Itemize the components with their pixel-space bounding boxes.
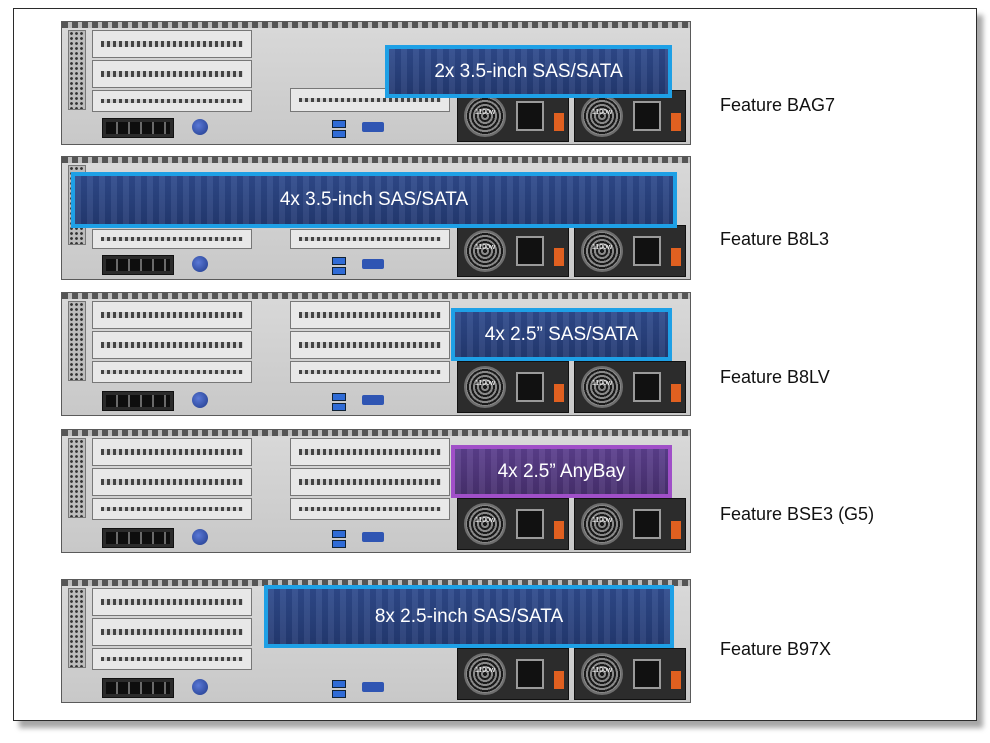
feature-code-label: Feature B8LV <box>720 367 830 387</box>
server-chassis-image: 1100w 1100w <box>61 21 691 145</box>
power-supply-1: 1100w <box>457 225 569 277</box>
psu-fan-icon <box>581 366 623 408</box>
drive-bay-label: 8x 2.5-inch SAS/SATA <box>374 605 564 627</box>
psu-fan-icon <box>581 230 623 272</box>
drive-bay-label: 4x 2.5” AnyBay <box>497 460 626 482</box>
feature-code-label: Feature BAG7 <box>720 95 836 115</box>
drive-bay-highlight: 4x 3.5-inch SAS/SATA <box>71 172 677 228</box>
feature-code-label: Feature B8L3 <box>720 229 830 249</box>
server-row-b97x: 1100w 1100w 8x 2.5-inch SAS/SATA Feature… <box>14 579 976 711</box>
power-supply-2: 1100w <box>574 648 686 700</box>
drive-bay-label: 4x 3.5-inch SAS/SATA <box>279 189 469 210</box>
drive-bay-highlight: 2x 3.5-inch SAS/SATA <box>385 45 672 98</box>
drive-bay-highlight: 4x 2.5” AnyBay <box>451 445 672 498</box>
psu-fan-icon <box>464 366 506 408</box>
server-row-bse3: 1100w 1100w 4x 2.5” AnyBay Feature BSE3 … <box>14 429 976 561</box>
server-row-b8lv: 1100w 1100w 4x 2.5” SAS/SATA Feature B8L… <box>14 292 976 424</box>
psu-fan-icon <box>581 95 623 137</box>
power-supply-1: 1100w <box>457 498 569 550</box>
psu-fan-icon <box>464 653 506 695</box>
power-supply-1: 1100w <box>457 90 569 142</box>
psu-fan-icon <box>581 653 623 695</box>
psu-fan-icon <box>464 95 506 137</box>
feature-code-label: Feature B97X <box>720 639 832 659</box>
power-supply-1: 1100w <box>457 648 569 700</box>
power-supply-2: 1100w <box>574 225 686 277</box>
server-row-b8l3: 1100w 1100w 4x 3.5-inch SAS/SATA Feature… <box>14 156 976 288</box>
drive-bay-highlight: 8x 2.5-inch SAS/SATA <box>264 585 674 648</box>
psu-fan-icon <box>464 503 506 545</box>
server-row-bag7: 1100w 1100w 2x 3.5-inch SAS/SATA Feature… <box>14 21 976 153</box>
drive-bay-highlight: 4x 2.5” SAS/SATA <box>451 308 672 361</box>
power-supply-2: 1100w <box>574 361 686 413</box>
psu-fan-icon <box>581 503 623 545</box>
power-supply-1: 1100w <box>457 361 569 413</box>
drive-bay-label: 4x 2.5” SAS/SATA <box>484 323 639 345</box>
drive-bay-label: 2x 3.5-inch SAS/SATA <box>434 60 623 82</box>
psu-fan-icon <box>464 230 506 272</box>
figure-frame: 1100w 1100w 2x 3.5-inch SAS/SATA Feature… <box>13 8 977 721</box>
power-supply-2: 1100w <box>574 498 686 550</box>
feature-code-label: Feature BSE3 (G5) <box>720 504 875 524</box>
power-supply-2: 1100w <box>574 90 686 142</box>
